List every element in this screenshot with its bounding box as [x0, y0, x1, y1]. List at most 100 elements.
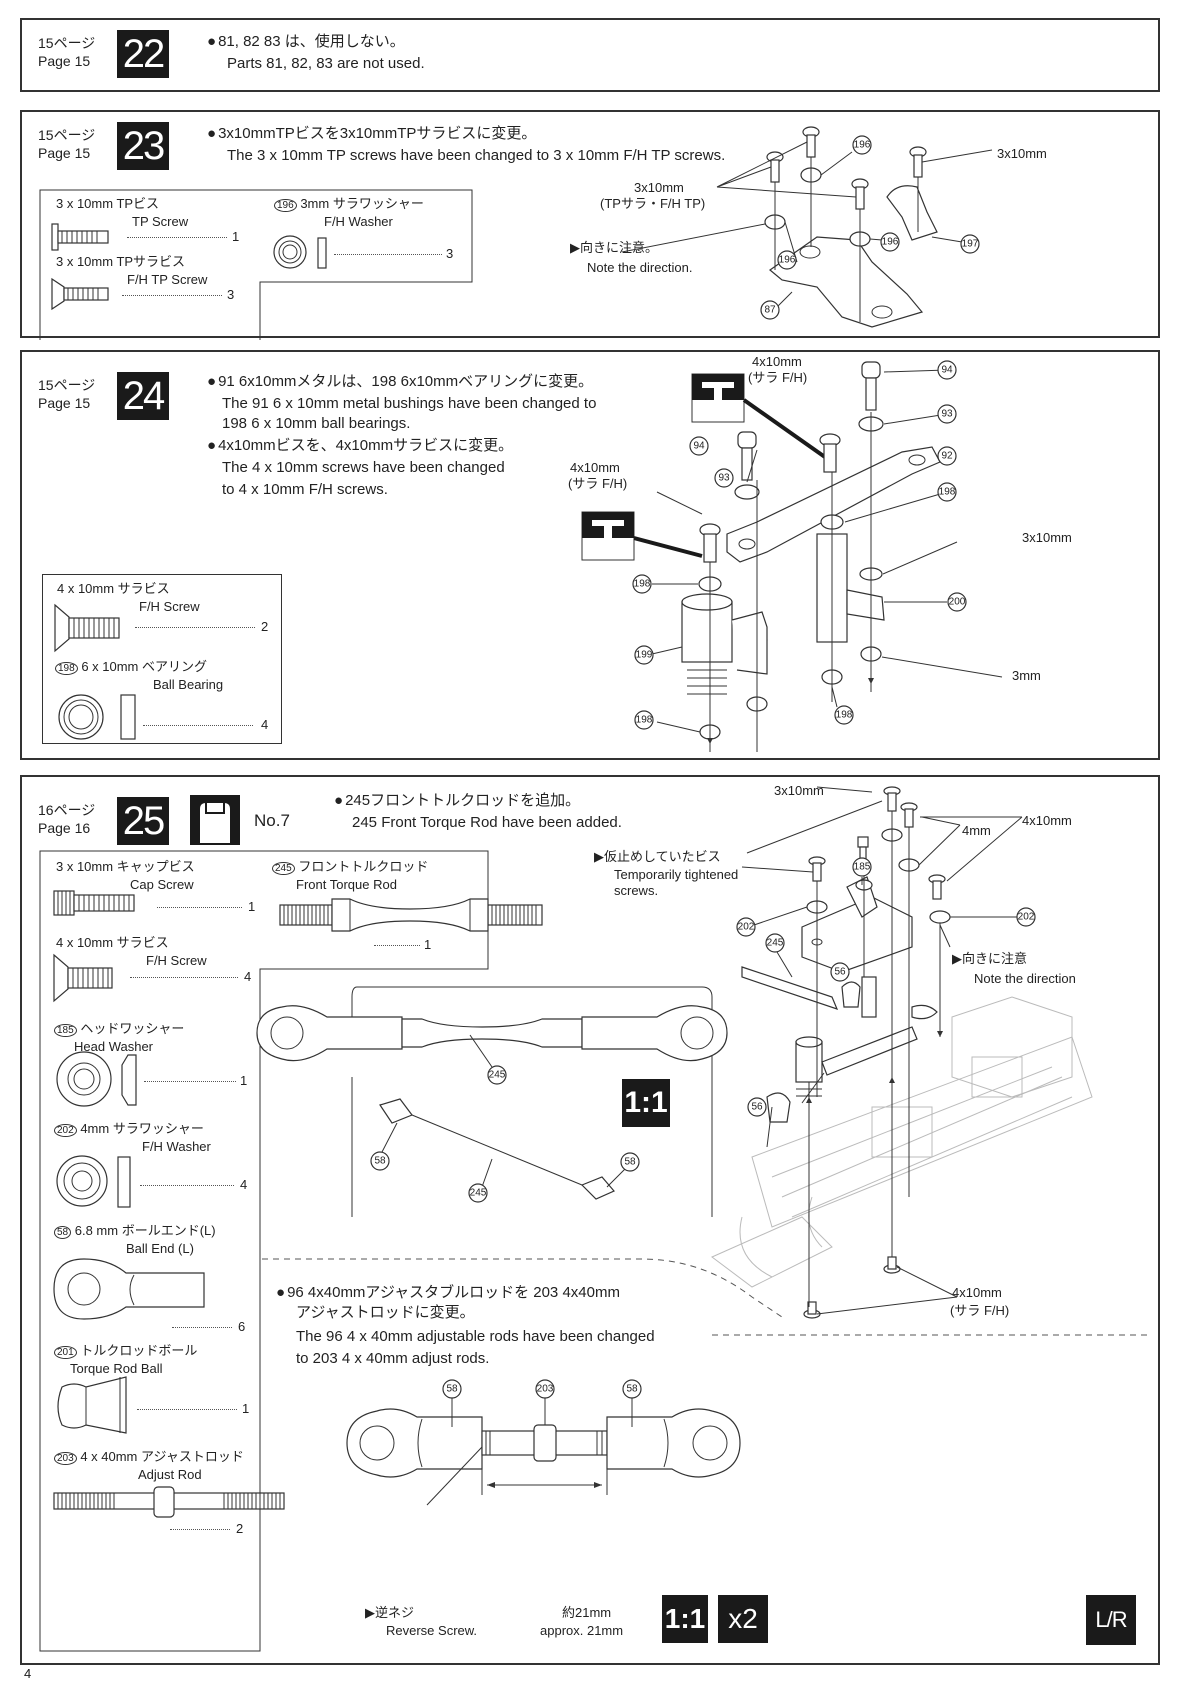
page-ref-en: Page 16 — [38, 820, 91, 836]
part-callout-number: 198 — [636, 715, 653, 726]
part-callout-number: 94 — [941, 365, 953, 376]
leader-dots — [334, 254, 442, 255]
fh-detail-icon — [581, 511, 703, 561]
part-name-en: TP Screw — [132, 214, 189, 229]
direction-note-en: Note the direction — [974, 971, 1076, 986]
part-qty: 4 — [261, 717, 269, 732]
note-en: to 4 x 10mm F/H screws. — [222, 481, 388, 498]
part-name-ja-text: 6 x 10mm ベアリング — [81, 659, 207, 674]
step-number: 24 — [117, 372, 169, 420]
plate-87 — [769, 236, 924, 328]
part-name-en: Torque Rod Ball — [70, 1361, 163, 1376]
part-callout: 199 — [634, 645, 654, 665]
part-callout-number: 56 — [834, 967, 846, 978]
part-callout: 93 — [937, 404, 957, 424]
part-num-badge: 203 — [54, 1452, 77, 1465]
part-callout: 198 — [937, 482, 957, 502]
part-qty: 3 — [227, 287, 235, 302]
part-num-badge: 198 — [55, 662, 78, 675]
page-ref-en: Page 15 — [38, 53, 91, 69]
part-name-en: F/H Screw — [139, 599, 200, 614]
page-ref-ja: 15ページ — [38, 35, 96, 51]
part-callout-number: 58 — [446, 1384, 458, 1395]
screw-type-label: (TPサラ・F/H TP) — [600, 196, 706, 211]
step-22-panel: 15ページ Page 15 22 81, 82 83 は、使用しない。 Part… — [20, 18, 1160, 92]
scale-badge: 1:1 — [662, 1595, 708, 1643]
note-en: Parts 81, 82, 83 are not used. — [227, 55, 425, 72]
part-name-ja: 196 3mm サラワッシャー — [274, 196, 424, 214]
parts-box: 4 x 10mm サラビス F/H Screw 2 198 6 x 10mm ベ… — [42, 574, 282, 744]
screw-size-label: 4x10mm — [952, 1285, 1002, 1300]
tp-screw-icon — [51, 223, 109, 251]
parts-box-outline — [39, 850, 489, 1652]
part-name-ja: 245 フロントトルクロッド — [272, 859, 428, 877]
note-ja: 3x10mmTPビスを3x10mmTPサラビスに変更。 — [207, 124, 536, 144]
part-callout-number: 202 — [738, 922, 755, 933]
part-qty: 4 — [240, 1177, 248, 1192]
note-en: The 3 x 10mm TP screws have been changed… — [227, 147, 726, 164]
part-callout-number: 245 — [489, 1070, 506, 1081]
part-callout-number: 203 — [537, 1384, 554, 1395]
part-name-en: Front Torque Rod — [296, 877, 397, 892]
leader-dots — [122, 295, 222, 296]
step-24-panel: 15ページ Page 15 24 91 6x10mmメタルは、198 6x10m… — [20, 350, 1160, 760]
screw-size-label: 3x10mm — [774, 783, 824, 798]
part-name-ja-text: 4 x 40mm アジャストロッド — [80, 1449, 244, 1464]
torque-rod-detail: 245 58 245 58 — [256, 986, 728, 1217]
part-callout-number: 245 — [767, 938, 784, 949]
part-name-ja: 3 x 10mm TPビス — [56, 196, 160, 211]
part-name-ja-text: 4mm サラワッシャー — [80, 1121, 204, 1136]
ball-end-icon — [53, 1258, 205, 1320]
note-en: to 203 4 x 40mm adjust rods. — [296, 1350, 490, 1367]
note-ja: アジャストロッドに変更。 — [296, 1304, 475, 1321]
leader-dots — [157, 907, 242, 908]
part-name-ja: 4 x 10mm サラビス — [57, 581, 170, 596]
leader-dots — [170, 1529, 230, 1530]
temp-screws-ja: ▶仮止めしていたビス — [594, 849, 721, 864]
step-25-panel: 16ページ Page 16 25 No.7 245フロントトルクロッドを追加。 … — [20, 775, 1160, 1665]
part-qty: 1 — [232, 229, 240, 244]
direction-note-en: Note the direction. — [587, 260, 693, 275]
part-num-badge: 196 — [274, 199, 297, 212]
part-callout: 245 — [468, 1183, 488, 1203]
part-callout: 185 — [852, 857, 872, 877]
part-callout-number: 198 — [939, 487, 956, 498]
leader-dots — [374, 945, 420, 946]
part-callout: 197 — [960, 234, 980, 254]
part-callout-number: 196 — [882, 237, 899, 248]
part-name-ja: 3 x 10mm キャップビス — [56, 859, 195, 874]
adjust-rod-assembly: 58 203 58 — [346, 1379, 741, 1506]
part-name-ja-text: 3mm サラワッシャー — [300, 196, 424, 211]
note-ja: 4x10mmビスを、4x10mmサラビスに変更。 — [207, 436, 513, 456]
part-callout: 58 — [622, 1379, 642, 1399]
part-name-en: F/H TP Screw — [127, 272, 208, 287]
fh-screw-icon — [54, 603, 120, 653]
part-callout-number: 196 — [779, 255, 796, 266]
note-ja: 91 6x10mmメタルは、198 6x10mmベアリングに変更。 — [207, 372, 593, 392]
part-name-ja: 203 4 x 40mm アジャストロッド — [54, 1449, 244, 1467]
note-ja: 245フロントトルクロッドを追加。 — [334, 791, 580, 811]
parts-box-outline — [39, 189, 473, 340]
part-callout-number: 196 — [854, 140, 871, 151]
screw-size-label: 3x10mm — [634, 180, 684, 195]
dashed-separator — [262, 1258, 1147, 1336]
note-ja: 81, 82 83 は、使用しない。 — [207, 32, 405, 52]
part-callout: 56 — [830, 962, 850, 982]
direction-ja-text: 向きに注意 — [962, 951, 1028, 966]
part-callout-number: 87 — [764, 305, 776, 316]
screw-type-label: (サラ F/H) — [568, 476, 628, 491]
screw-size-label: 4x10mm — [752, 354, 802, 369]
part-callout-number: 245 — [470, 1188, 487, 1199]
leader-dots — [127, 237, 227, 238]
temp-screws-en: screws. — [614, 883, 659, 898]
part-name-en: F/H Washer — [142, 1139, 211, 1154]
quantity-badge: x2 — [718, 1595, 768, 1643]
step-23-diagram: 196 196 196 197 87 — [621, 126, 993, 328]
note-en: The 96 4 x 40mm adjustable rods have bee… — [296, 1328, 655, 1345]
washer-icon — [273, 235, 327, 269]
part-callout: 203 — [535, 1379, 555, 1399]
part-name-ja-text: フロントトルクロッド — [298, 859, 429, 874]
fh-screw-icon — [53, 953, 113, 1003]
part-callout-number: 198 — [634, 579, 651, 590]
part-callout: 198 — [634, 710, 654, 730]
